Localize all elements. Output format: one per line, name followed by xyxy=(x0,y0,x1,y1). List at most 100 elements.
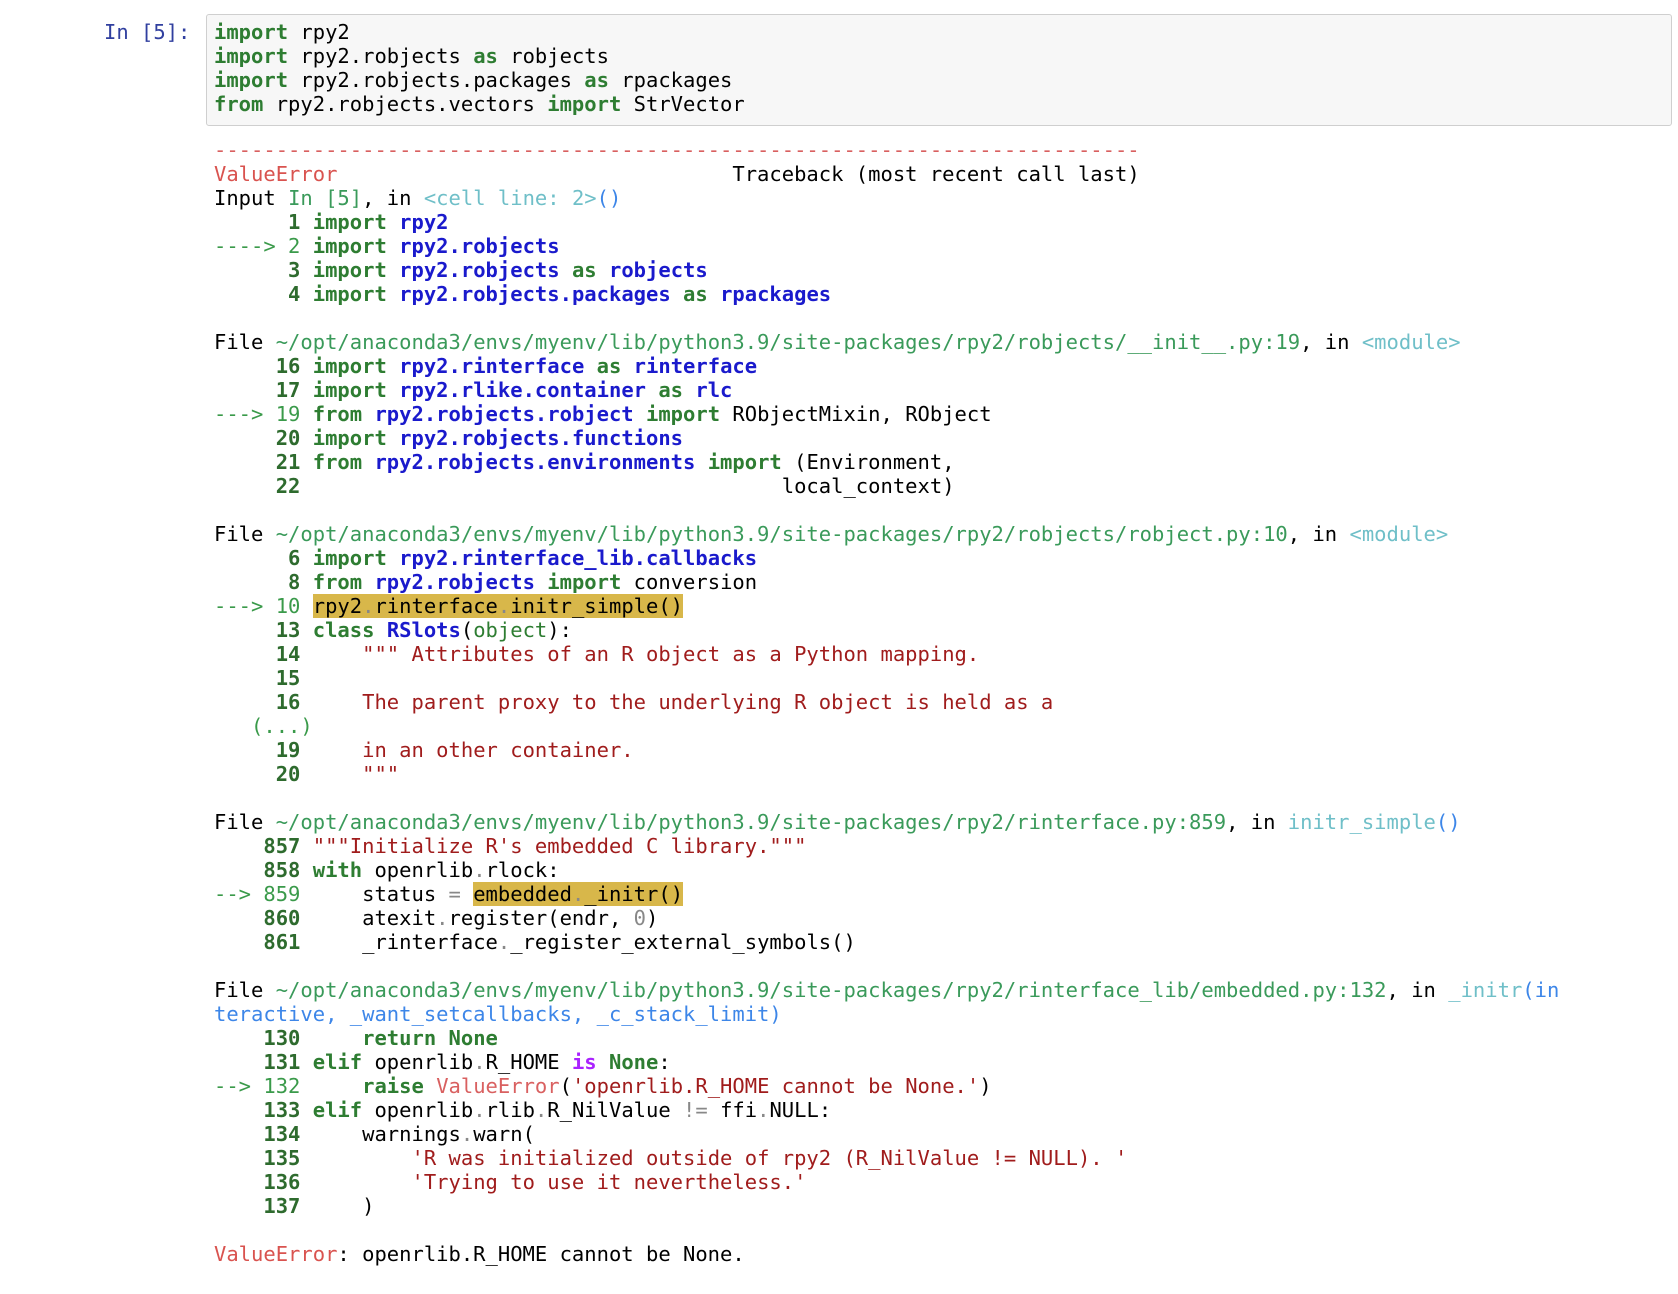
code-token: _initr() xyxy=(584,882,684,906)
code-token: rpy2.robjects xyxy=(399,258,560,282)
code-token xyxy=(584,354,596,378)
code-token: . xyxy=(757,1098,770,1122)
code-token: rpy2 xyxy=(288,20,350,44)
code-token: import xyxy=(547,92,622,116)
traceback-line: 1 import rpy2 xyxy=(214,210,1674,234)
code-token: ValueError xyxy=(436,1074,560,1098)
code-token: <module> xyxy=(1349,522,1449,546)
code-token: rpy2 xyxy=(312,594,363,618)
code-token: import xyxy=(214,68,289,92)
code-token: from xyxy=(312,402,363,426)
code-token: from xyxy=(214,92,264,116)
traceback-line: (...) xyxy=(214,714,1674,738)
code-token: as xyxy=(473,44,498,68)
code-token: rpy2 xyxy=(399,210,449,234)
code-token: . xyxy=(534,1098,548,1122)
code-token: . xyxy=(473,858,486,882)
code-token: _initr xyxy=(1448,978,1523,1002)
code-token: rpackages xyxy=(608,68,733,92)
traceback-line: 13 class RSlots(object): xyxy=(214,618,1674,642)
code-token: () xyxy=(596,186,622,210)
traceback-line: 130 return None xyxy=(214,1026,1674,1050)
traceback-line: ValueError: openrlib.R_HOME cannot be No… xyxy=(214,1242,1674,1266)
code-token: , in xyxy=(1386,978,1449,1002)
code-token xyxy=(387,234,399,258)
code-line: from rpy2.robjects.vectors import StrVec… xyxy=(214,92,1664,116)
code-token: 860 xyxy=(214,906,313,930)
code-token: In [5] xyxy=(288,186,363,210)
code-token: object xyxy=(473,618,548,642)
code-token: _rinterface xyxy=(312,930,498,954)
code-token: rpy2.robjects.functions xyxy=(399,426,684,450)
traceback-line: 8 from rpy2.robjects import conversion xyxy=(214,570,1674,594)
traceback-line: File ~/opt/anaconda3/envs/myenv/lib/pyth… xyxy=(214,978,1674,1002)
code-token: _register_external_symbols() xyxy=(510,930,856,954)
code-token: """Initialize R's embedded C library.""" xyxy=(312,834,807,858)
code-token xyxy=(461,882,473,906)
traceback-line: 3 import rpy2.robjects as robjects xyxy=(214,258,1674,282)
code-token: register(endr, xyxy=(448,906,634,930)
code-token: ----> 2 xyxy=(214,234,313,258)
code-token: as xyxy=(658,378,684,402)
code-token xyxy=(362,402,374,426)
traceback-line: 135 'R was initialized outside of rpy2 (… xyxy=(214,1146,1674,1170)
code-token: rinterface xyxy=(374,594,498,618)
code-token: 'openrlib.R_HOME cannot be None.' xyxy=(571,1074,980,1098)
code-token: rpy2.rinterface_lib.callbacks xyxy=(399,546,758,570)
code-token: 20 xyxy=(214,426,313,450)
code-token: , in xyxy=(1226,810,1288,834)
traceback-line xyxy=(214,498,1674,522)
code-token: import xyxy=(312,234,387,258)
code-token: import xyxy=(312,258,387,282)
code-token: """ Attributes of an R object as a Pytho… xyxy=(312,642,980,666)
code-token: 14 xyxy=(214,642,313,666)
code-token xyxy=(387,282,399,306)
code-token: ~/opt/anaconda3/envs/myenv/lib/python3.9… xyxy=(275,810,1227,834)
traceback-line: 20 import rpy2.robjects.functions xyxy=(214,426,1674,450)
code-token: . xyxy=(362,594,375,618)
code-token: ~/opt/anaconda3/envs/myenv/lib/python3.9… xyxy=(275,978,1387,1002)
code-token: robjects xyxy=(497,44,609,68)
code-token: 19 xyxy=(214,738,313,762)
code-token: 131 xyxy=(214,1050,313,1074)
code-token: 136 xyxy=(214,1170,313,1194)
code-token: embedded xyxy=(473,882,572,906)
code-token: local_context) xyxy=(312,474,955,498)
code-token: 15 xyxy=(214,666,313,690)
code-token: (...) xyxy=(214,714,313,738)
code-token: 861 xyxy=(214,930,313,954)
code-token: rpy2.robjects xyxy=(374,570,535,594)
code-token: import xyxy=(214,20,289,44)
code-token: 6 xyxy=(214,546,313,570)
code-token: ): xyxy=(547,618,572,642)
code-token: atexit xyxy=(312,906,437,930)
code-line: import rpy2 xyxy=(214,20,1664,44)
code-token: 21 xyxy=(214,450,313,474)
code-token: rlib xyxy=(485,1098,535,1122)
code-token: 0 xyxy=(633,906,646,930)
code-token: File xyxy=(214,522,276,546)
code-token: 134 xyxy=(214,1122,313,1146)
traceback-line: 131 elif openrlib.R_HOME is None: xyxy=(214,1050,1674,1074)
code-token: 137 xyxy=(214,1194,313,1218)
code-token: rpy2.robjects.packages xyxy=(399,282,671,306)
code-token: : xyxy=(658,1050,671,1074)
code-token: elif xyxy=(312,1098,363,1122)
code-token xyxy=(535,570,547,594)
traceback-line: 4 import rpy2.robjects.packages as rpack… xyxy=(214,282,1674,306)
code-token: R_NilValue xyxy=(547,1098,684,1122)
code-token: . xyxy=(497,930,511,954)
code-token: rlock: xyxy=(485,858,560,882)
code-token: None xyxy=(448,1026,498,1050)
code-token: 857 xyxy=(214,834,313,858)
code-token: is xyxy=(571,1050,597,1074)
code-token xyxy=(560,258,572,282)
code-token: as xyxy=(683,282,708,306)
code-token: . xyxy=(497,594,511,618)
code-token: ffi xyxy=(707,1098,758,1122)
code-token xyxy=(387,210,399,234)
code-token: rpy2.robjects.environments xyxy=(374,450,696,474)
code-token xyxy=(683,378,695,402)
code-token: ) xyxy=(312,1194,375,1218)
